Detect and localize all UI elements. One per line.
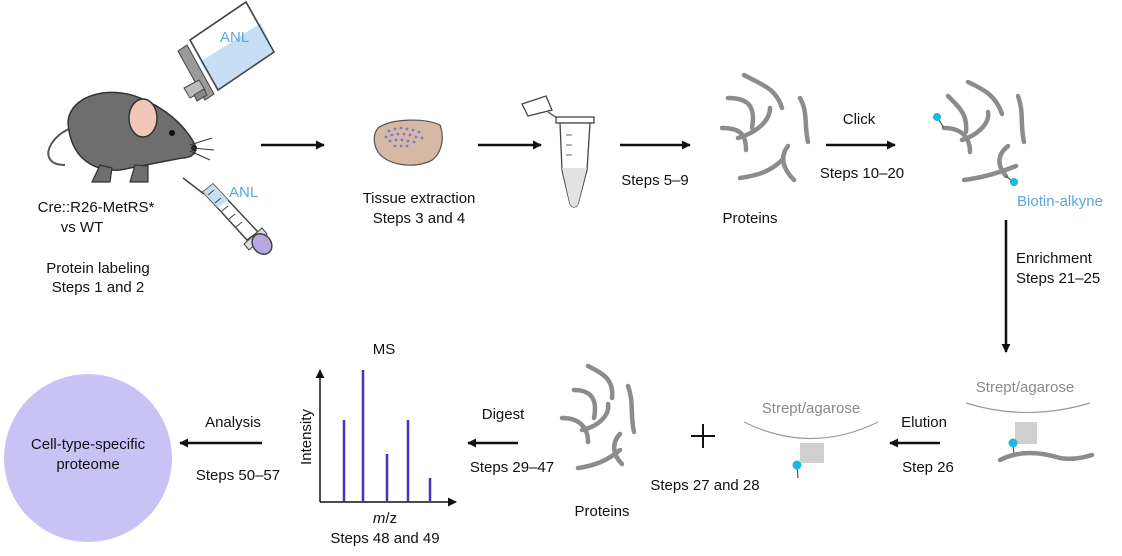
- ms-spectrum: [315, 369, 457, 507]
- mz-axis-label: m/z: [373, 510, 397, 527]
- proteins-top-icon: [719, 72, 811, 183]
- analysis-label: Analysis: [205, 414, 261, 431]
- microtube-icon: [521, 95, 595, 208]
- biotin-alkyne-label: Biotin-alkyne: [1017, 193, 1103, 210]
- mz-slash: /z: [385, 510, 397, 527]
- tissue-extraction-label: Tissue extraction: [363, 190, 476, 207]
- mz-m: m: [373, 510, 386, 527]
- enrichment-steps: Steps 21–25: [1016, 270, 1100, 287]
- protein-labeling-steps: Steps 1 and 2: [52, 279, 145, 296]
- proteome-circle: [4, 374, 172, 542]
- steps-48-49-label: Steps 48 and 49: [330, 530, 439, 547]
- step-26-label: Step 26: [902, 459, 954, 476]
- strept-bead-mid-icon: [743, 421, 879, 479]
- proteins-bottom-label: Proteins: [574, 503, 629, 520]
- intensity-axis-label: Intensity: [298, 409, 315, 465]
- anl-bottle-icon: [177, 0, 275, 102]
- mouse-genotype-line2: vs WT: [61, 219, 104, 236]
- steps-5-9-label: Steps 5–9: [621, 172, 689, 189]
- proteome-label-line1: Cell-type-specific: [31, 436, 146, 453]
- digest-label: Digest: [482, 406, 525, 423]
- mouse-icon: [47, 91, 215, 183]
- strept-right-label: Strept/agarose: [976, 379, 1074, 396]
- tissue-icon: [373, 119, 443, 166]
- mouse-genotype-line1: Cre::R26-MetRS*: [38, 199, 155, 216]
- biotinylated-proteins-icon: [941, 79, 1027, 183]
- anl-bottle-label: ANL: [220, 29, 249, 46]
- steps-29-47-label: Steps 29–47: [470, 459, 554, 476]
- proteins-bottom-icon: [559, 363, 637, 471]
- protein-labeling-label: Protein labeling: [46, 260, 149, 277]
- strept-bead-right-icon: [965, 402, 1095, 463]
- click-label: Click: [843, 111, 876, 128]
- anl-syringe-icon: [182, 177, 273, 255]
- elution-label: Elution: [901, 414, 947, 431]
- steps-50-57-label: Steps 50–57: [196, 467, 280, 484]
- enrichment-label: Enrichment: [1016, 250, 1093, 267]
- proteins-top-label: Proteins: [722, 210, 777, 227]
- plus-icon: [691, 424, 715, 448]
- proteome-label-line2: proteome: [56, 456, 119, 473]
- steps-10-20-label: Steps 10–20: [820, 165, 904, 182]
- anl-syringe-label: ANL: [229, 184, 258, 201]
- tissue-extraction-steps: Steps 3 and 4: [373, 210, 466, 227]
- biotin-tag-icon: [933, 113, 1018, 186]
- steps-27-28-label: Steps 27 and 28: [650, 477, 759, 494]
- ms-label: MS: [373, 341, 396, 358]
- strept-mid-label: Strept/agarose: [762, 400, 860, 417]
